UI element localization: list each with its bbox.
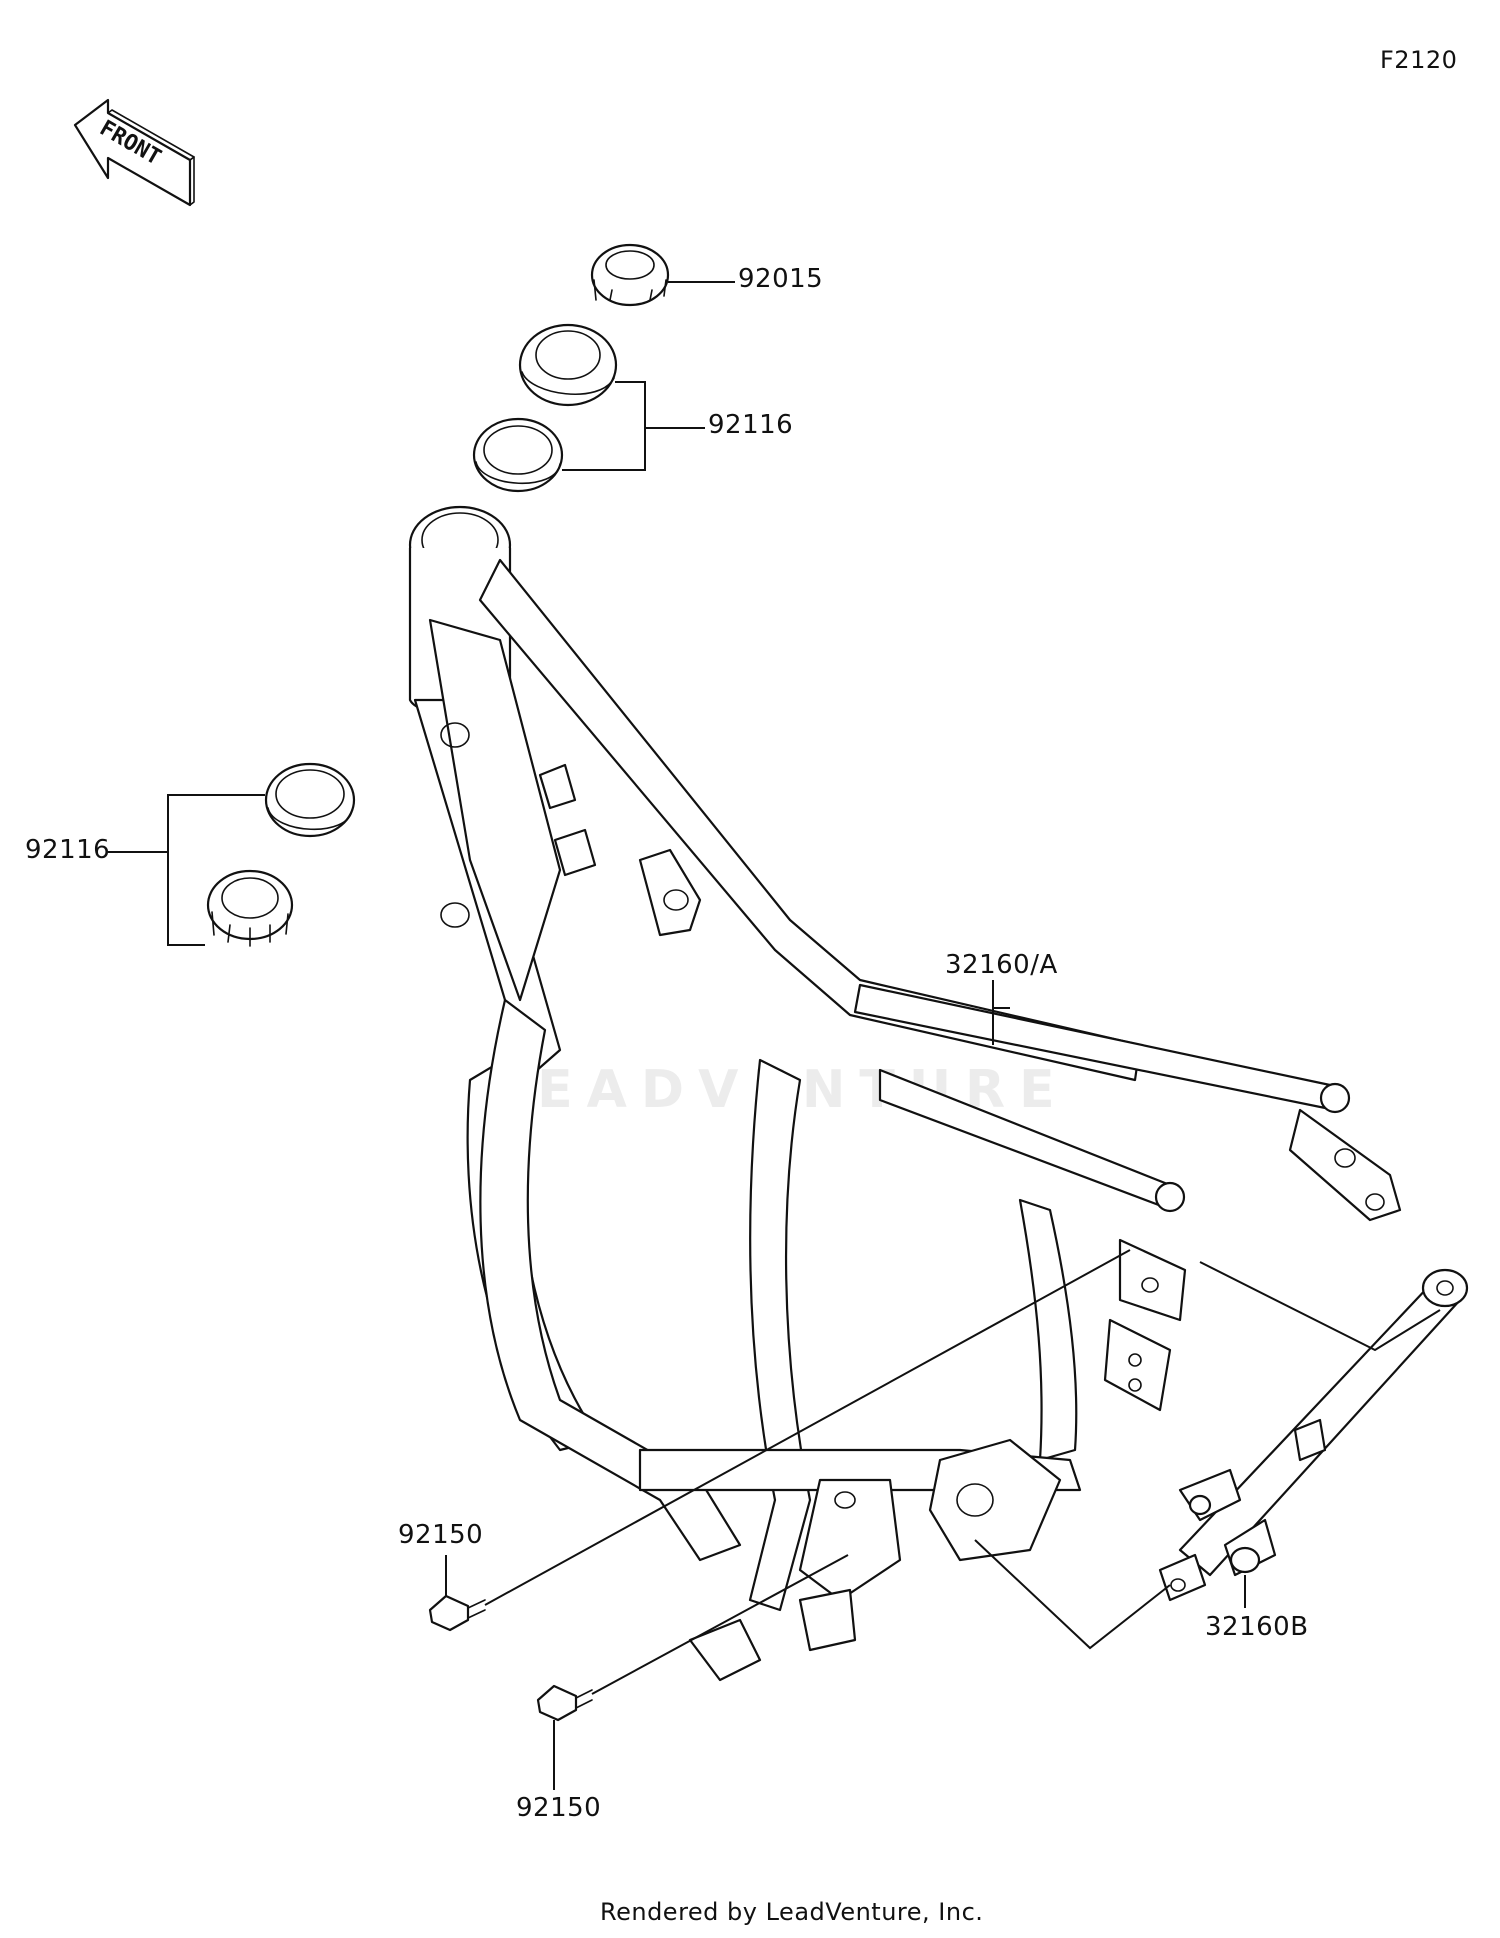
bolt-92150-b[interactable] <box>536 1684 593 1722</box>
upper-race[interactable] <box>472 417 564 493</box>
leader-bolt-b <box>591 1554 849 1695</box>
bracket-92116-left <box>167 794 265 946</box>
footer-credit: Rendered by LeadVenture, Inc. <box>600 1898 984 1926</box>
leader-rail-link-bottom <box>974 1539 1171 1650</box>
lower-race[interactable] <box>264 762 356 838</box>
callout-92150-b[interactable]: 92150 <box>516 1793 602 1823</box>
callout-92116-top[interactable]: 92116 <box>708 410 794 440</box>
leader-bolt-a <box>484 1249 1131 1606</box>
upper-bearing-race[interactable] <box>518 323 618 407</box>
diagram-code: F2120 <box>1380 46 1458 74</box>
steering-nut-92015[interactable] <box>590 243 670 307</box>
callout-92015[interactable]: 92015 <box>738 264 824 294</box>
main-frame[interactable] <box>408 505 1402 1682</box>
callout-92116-left[interactable]: 92116 <box>25 835 111 865</box>
callout-92150-a[interactable]: 92150 <box>398 1520 484 1550</box>
callout-32160B[interactable]: 32160B <box>1205 1612 1309 1642</box>
lower-bearing[interactable] <box>206 869 294 947</box>
callout-32160A[interactable]: 32160/A <box>945 950 1058 980</box>
leader-rail-link-top <box>1199 1261 1441 1352</box>
front-arrow-icon: FRONT <box>73 98 195 207</box>
bolt-92150-a[interactable] <box>428 1594 486 1632</box>
bracket-92116-top <box>562 381 646 471</box>
lower-rail-32160B[interactable] <box>1158 1268 1469 1602</box>
